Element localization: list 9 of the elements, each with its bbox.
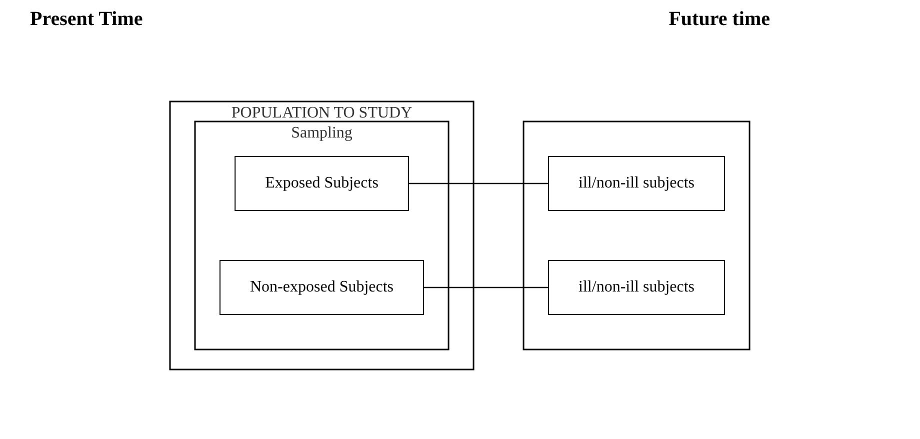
connector	[408, 182, 549, 184]
node-box: Non-exposed Subjects	[220, 260, 424, 315]
time-heading: Future time	[668, 8, 770, 32]
connector	[424, 286, 549, 288]
node-box: ill/non-ill subjects	[548, 156, 726, 211]
node-box: Exposed Subjects	[234, 156, 410, 211]
time-heading: Present Time	[30, 8, 143, 32]
node-box: ill/non-ill subjects	[548, 260, 726, 315]
cluster	[523, 120, 751, 350]
